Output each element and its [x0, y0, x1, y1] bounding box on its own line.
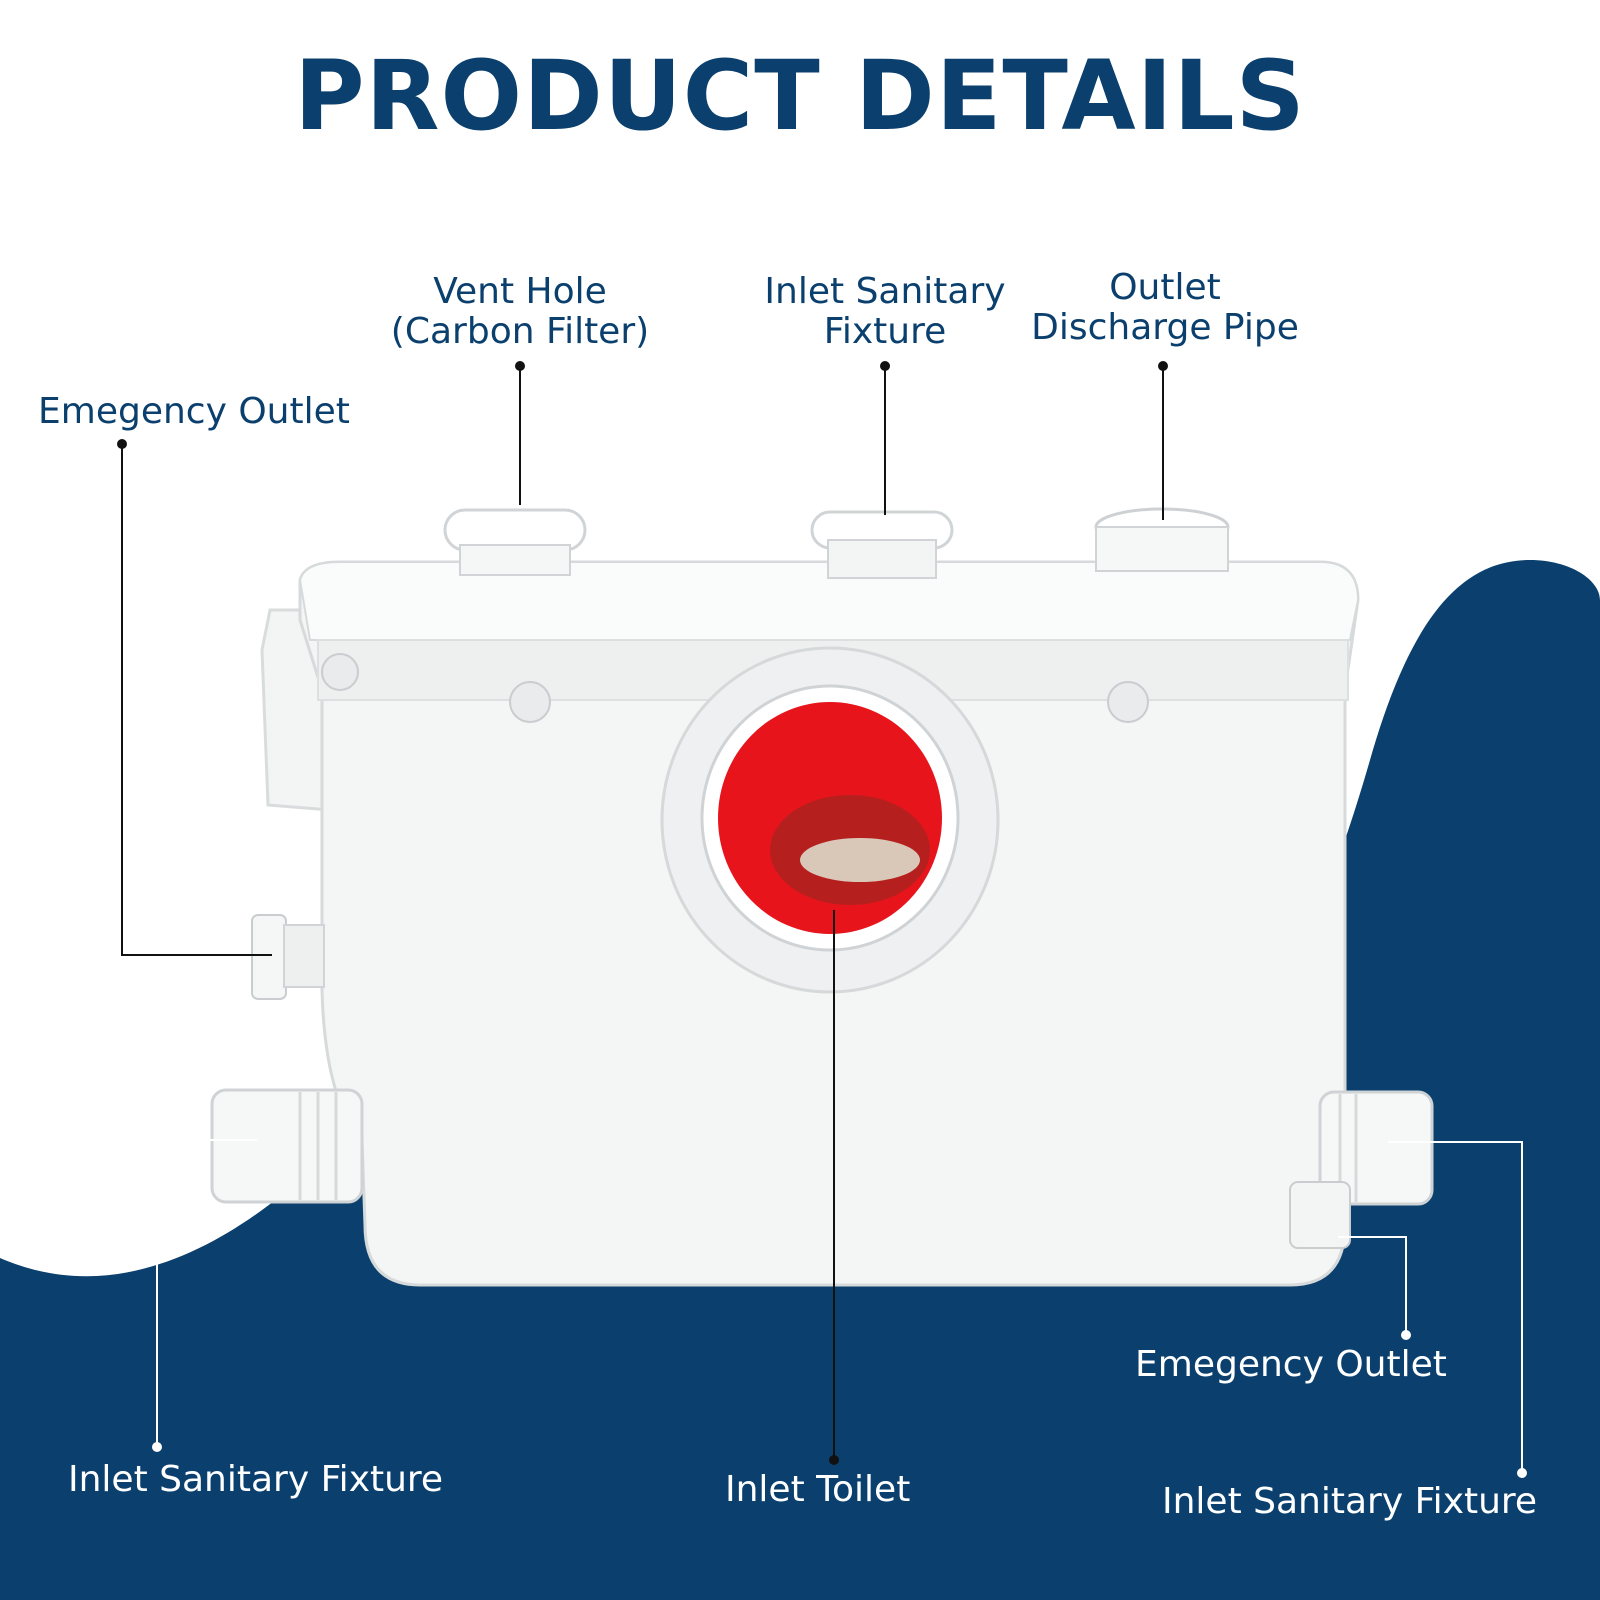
label-inlet-sanitary-right: Inlet Sanitary Fixture	[1162, 1481, 1538, 1522]
label-outlet-discharge-line2: Discharge Pipe	[1031, 307, 1299, 348]
label-outlet-discharge-line1: Outlet	[1109, 267, 1221, 308]
leader-dot	[1401, 1330, 1411, 1340]
page-title: PRODUCT DETAILS	[294, 40, 1306, 152]
leader-emergency-left	[121, 444, 272, 956]
screw-boss	[321, 653, 359, 691]
left-emergency-outlet-neck	[283, 924, 325, 988]
label-emergency-outlet-left: Emegency Outlet	[38, 391, 350, 432]
right-emergency-outlet	[1289, 1181, 1351, 1249]
label-inlet-sanitary-left: Inlet Sanitary Fixture	[68, 1459, 444, 1500]
label-inlet-toilet: Inlet Toilet	[725, 1469, 911, 1510]
pump-lid	[298, 561, 1360, 641]
outlet-discharge-neck	[1095, 526, 1229, 572]
right-inlet-pipe	[1318, 1090, 1434, 1206]
label-inlet-sanitary-top: Inlet Sanitary Fixture	[745, 272, 1025, 352]
leader-dot	[880, 361, 890, 371]
left-inlet-pipe	[210, 1088, 364, 1204]
label-inlet-sanitary-top-line2: Fixture	[823, 311, 947, 352]
label-emergency-outlet-right: Emegency Outlet	[1135, 1344, 1447, 1385]
leader-dot	[1158, 361, 1168, 371]
label-inlet-sanitary-top-line1: Inlet Sanitary	[764, 271, 1006, 312]
inlet-sanitary-neck	[827, 539, 937, 579]
vent-hole-neck	[459, 544, 571, 576]
label-vent-hole-line2: (Carbon Filter)	[390, 311, 650, 352]
screw-boss	[1107, 681, 1149, 723]
inlet-inner-part	[800, 838, 920, 882]
leader-dot	[152, 1442, 162, 1452]
leader-inlet-sanitary-left	[156, 1139, 257, 1447]
leader-inlet-sanitary-right	[1388, 1141, 1523, 1473]
leader-dot	[117, 439, 127, 449]
leader-dot	[515, 361, 525, 371]
screw-boss	[509, 681, 551, 723]
label-vent-hole: Vent Hole (Carbon Filter)	[375, 272, 665, 352]
leader-emergency-right	[1338, 1236, 1407, 1335]
navy-wave-shape	[0, 560, 1600, 1600]
label-vent-hole-line1: Vent Hole	[433, 271, 607, 312]
label-outlet-discharge: Outlet Discharge Pipe	[1020, 268, 1310, 348]
leader-dot	[829, 1455, 839, 1465]
leader-dot	[1517, 1468, 1527, 1478]
